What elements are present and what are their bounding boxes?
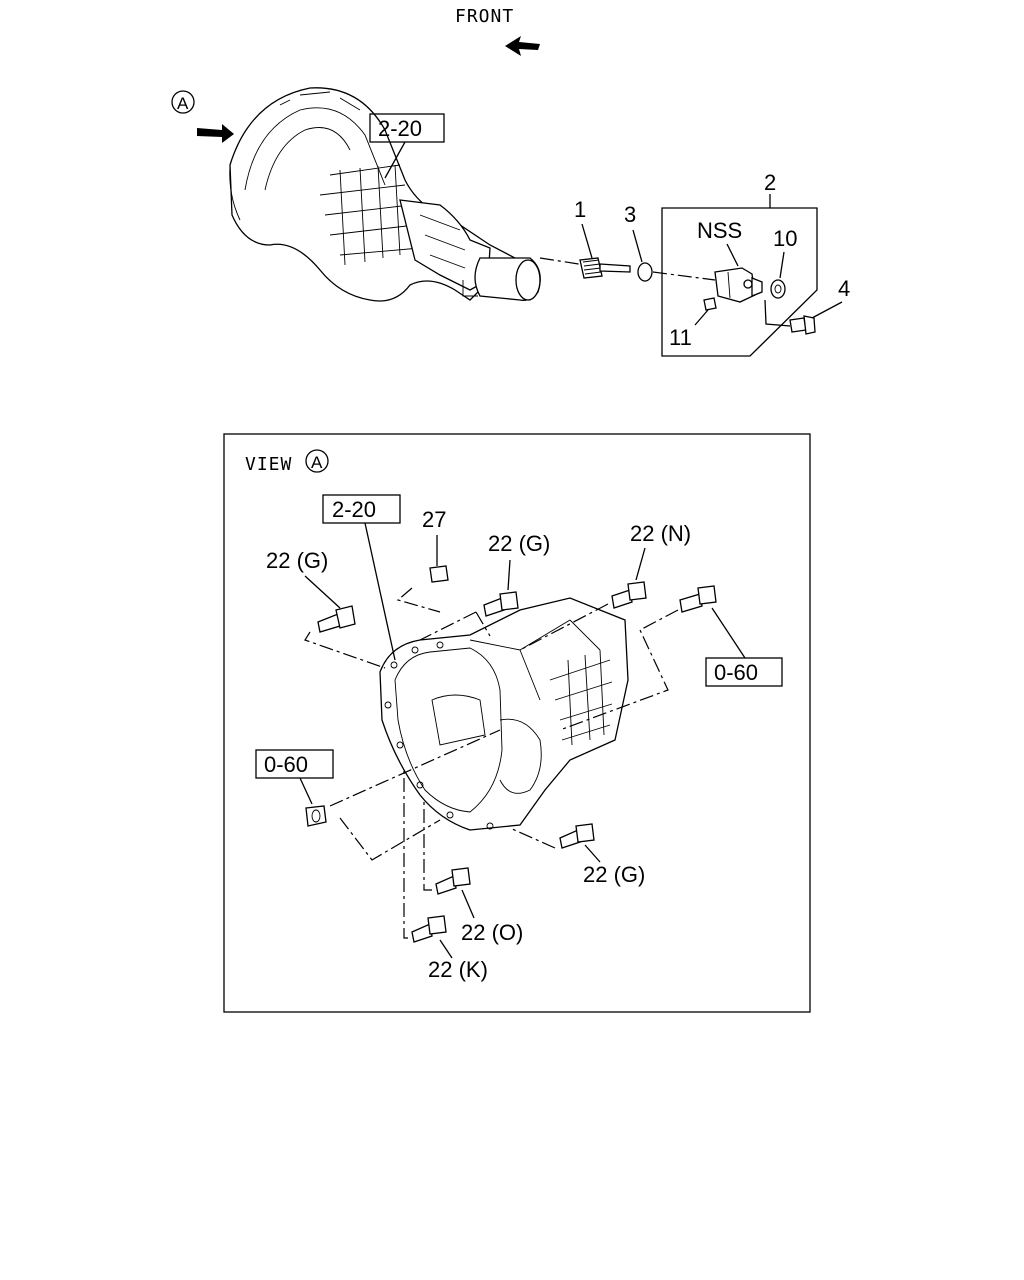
ref-box-2-20-view-a: 2-20 — [322, 494, 401, 661]
svg-text:2-20: 2-20 — [332, 497, 376, 522]
svg-text:VIEW: VIEW — [245, 454, 292, 475]
svg-text:4: 4 — [838, 276, 850, 301]
part-1-driven-gear: 1 — [574, 197, 631, 279]
front-arrow-icon — [505, 36, 540, 56]
view-direction-arrow-icon — [197, 124, 234, 143]
svg-text:22 (G): 22 (G) — [266, 548, 328, 573]
view-a-title: VIEW A — [245, 449, 329, 475]
view-a-frame — [223, 433, 811, 1013]
svg-text:22 (N): 22 (N) — [630, 521, 691, 546]
ref-box-0-60-left: 0-60 — [255, 749, 334, 805]
svg-text:2: 2 — [764, 170, 776, 195]
part-10-washer: 10 — [770, 226, 797, 299]
svg-text:3: 3 — [624, 202, 636, 227]
svg-text:1: 1 — [574, 197, 586, 222]
part-22o-bolt: 22 (O) — [423, 800, 523, 945]
part-22g-left-bolt: 22 (G) — [266, 548, 386, 669]
transmission-assembly — [229, 87, 541, 302]
ref-box-2-20-top: 2-20 — [369, 113, 445, 179]
svg-text:NSS: NSS — [697, 218, 742, 243]
svg-text:22 (K): 22 (K) — [428, 957, 488, 982]
part-2-bracket: 2 — [661, 170, 818, 357]
part-22n-bolt: 22 (N) — [519, 521, 691, 651]
svg-text:2-20: 2-20 — [378, 116, 422, 141]
svg-text:27: 27 — [422, 507, 446, 532]
part-3-o-ring: 3 — [624, 202, 653, 282]
view-a-marker-top: A — [171, 90, 195, 114]
svg-text:10: 10 — [773, 226, 797, 251]
svg-text:A: A — [177, 94, 189, 113]
part-long-bolt-right — [559, 585, 746, 731]
svg-text:0-60: 0-60 — [714, 660, 758, 685]
front-label: FRONT — [455, 6, 514, 27]
clutch-housing — [379, 597, 629, 831]
svg-text:A: A — [311, 453, 323, 472]
part-11-pin: 11 — [669, 297, 717, 350]
part-4-bolt: 4 — [764, 276, 850, 335]
ref-box-0-60-right: 0-60 — [705, 657, 783, 687]
part-flange-nut-left — [305, 729, 501, 861]
svg-text:0-60: 0-60 — [264, 752, 308, 777]
svg-text:22 (G): 22 (G) — [488, 531, 550, 556]
svg-text:22 (G): 22 (G) — [583, 862, 645, 887]
part-22g-mid-bolt: 22 (G) — [419, 531, 550, 641]
nss-speed-sensor: NSS — [697, 218, 763, 303]
part-22k-bolt: 22 (K) — [403, 770, 488, 982]
svg-text:22 (O): 22 (O) — [461, 920, 523, 945]
part-22g-bottom-bolt: 22 (G) — [509, 823, 645, 887]
svg-text:11: 11 — [669, 325, 692, 350]
part-27-nut: 27 — [396, 507, 449, 613]
